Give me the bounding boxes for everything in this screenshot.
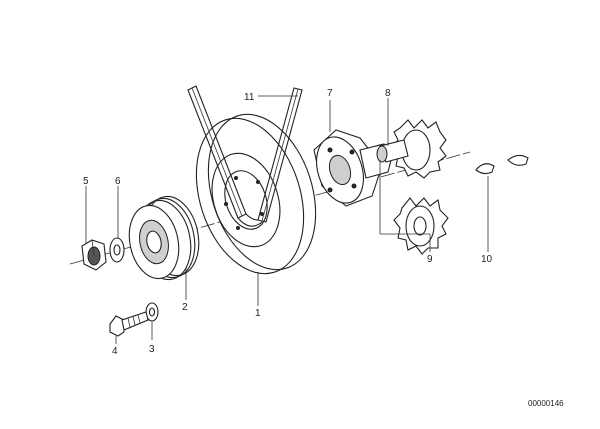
callout-10: 10 [481,254,493,265]
callout-9: 9 [427,254,433,265]
callout-2: 2 [182,302,188,313]
part-5-nut [81,239,107,271]
callout-1: 1 [255,308,261,319]
part-4-bolt [109,311,149,337]
part-2-pulley [128,195,200,281]
callouts: 1 2 3 4 5 6 7 8 9 10 11 [83,88,493,357]
part-9-sprocket [393,197,449,255]
part-11-belt [187,85,303,227]
callout-3: 3 [149,344,155,355]
callout-11: 11 [244,92,255,103]
part-10-keys [475,154,529,175]
callout-7: 7 [327,88,333,99]
callout-6: 6 [115,176,121,187]
callout-4: 4 [112,346,118,357]
part-8-sprocket [376,119,447,179]
leader-lines [85,95,489,344]
callout-5: 5 [83,176,89,187]
part-7-hub [313,129,393,207]
diagram-id: 00000146 [528,399,564,408]
callout-8: 8 [385,88,391,99]
part-1-disc [195,113,317,275]
part-6-washer [109,237,125,263]
